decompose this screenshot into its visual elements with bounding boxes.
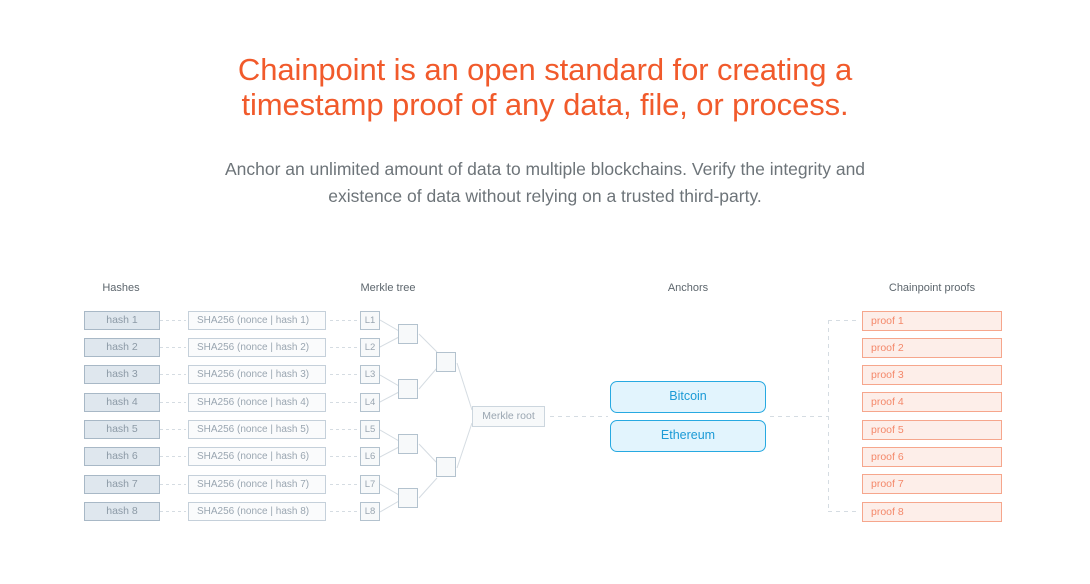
subtitle-line-2: existence of data without relying on a t…	[328, 186, 762, 206]
hash-chip[interactable]: hash 1	[84, 311, 160, 330]
proof-chip[interactable]: proof 4	[862, 392, 1002, 412]
merkle-node[interactable]	[398, 434, 418, 454]
sha256-chip[interactable]: SHA256 (nonce | hash 1)	[188, 311, 326, 330]
page-subtitle: Anchor an unlimited amount of data to mu…	[0, 156, 1090, 210]
merkle-leaf[interactable]: L2	[360, 338, 380, 357]
hash-chip[interactable]: hash 6	[84, 447, 160, 466]
anchor-bitcoin[interactable]: Bitcoin	[610, 381, 766, 413]
proof-chip[interactable]: proof 6	[862, 447, 1002, 467]
sha256-chip[interactable]: SHA256 (nonce | hash 5)	[188, 420, 326, 439]
merkle-leaf[interactable]: L7	[360, 475, 380, 494]
column-label-hashes: Hashes	[102, 282, 140, 294]
sha256-chip[interactable]: SHA256 (nonce | hash 3)	[188, 365, 326, 384]
hash-chip[interactable]: hash 5	[84, 420, 160, 439]
column-label-anchors: Anchors	[667, 282, 709, 294]
hash-chip[interactable]: hash 7	[84, 475, 160, 494]
proof-chip[interactable]: proof 8	[862, 502, 1002, 522]
merkle-node[interactable]	[398, 488, 418, 508]
merkle-node[interactable]	[436, 457, 456, 477]
proof-chip[interactable]: proof 5	[862, 420, 1002, 440]
proof-chip[interactable]: proof 2	[862, 338, 1002, 358]
merkle-leaf[interactable]: L1	[360, 311, 380, 330]
merkle-node[interactable]	[398, 379, 418, 399]
headline-line-2: timestamp proof of any data, file, or pr…	[241, 87, 849, 122]
merkle-leaf[interactable]: L5	[360, 420, 380, 439]
proof-chip[interactable]: proof 1	[862, 311, 1002, 331]
merkle-node[interactable]	[436, 352, 456, 372]
hash-chip[interactable]: hash 2	[84, 338, 160, 357]
subtitle-line-1: Anchor an unlimited amount of data to mu…	[224, 159, 866, 179]
sha256-chip[interactable]: SHA256 (nonce | hash 4)	[188, 393, 326, 412]
column-label-merkle-tree: Merkle tree	[360, 282, 416, 294]
merkle-node[interactable]	[398, 324, 418, 344]
merkle-leaf[interactable]: L3	[360, 365, 380, 384]
sha256-chip[interactable]: SHA256 (nonce | hash 6)	[188, 447, 326, 466]
column-label-proofs: Chainpoint proofs	[888, 282, 976, 294]
merkle-leaf[interactable]: L4	[360, 393, 380, 412]
sha256-chip[interactable]: SHA256 (nonce | hash 8)	[188, 502, 326, 521]
proof-chip[interactable]: proof 7	[862, 474, 1002, 494]
merkle-leaf[interactable]: L6	[360, 447, 380, 466]
hash-chip[interactable]: hash 3	[84, 365, 160, 384]
hash-chip[interactable]: hash 4	[84, 393, 160, 412]
sha256-chip[interactable]: SHA256 (nonce | hash 2)	[188, 338, 326, 357]
hash-chip[interactable]: hash 8	[84, 502, 160, 521]
page-title: Chainpoint is an open standard for creat…	[0, 52, 1090, 122]
merkle-root-node[interactable]: Merkle root	[472, 406, 545, 427]
anchor-ethereum[interactable]: Ethereum	[610, 420, 766, 452]
merkle-leaf[interactable]: L8	[360, 502, 380, 521]
proof-chip[interactable]: proof 3	[862, 365, 1002, 385]
headline-line-1: Chainpoint is an open standard for creat…	[237, 52, 853, 87]
sha256-chip[interactable]: SHA256 (nonce | hash 7)	[188, 475, 326, 494]
